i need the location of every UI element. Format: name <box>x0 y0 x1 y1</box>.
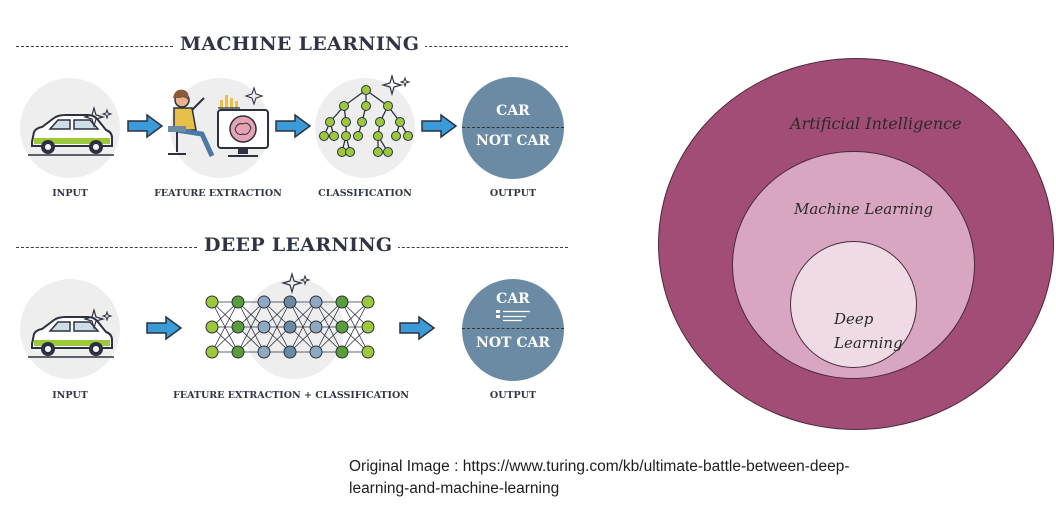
dl-output-circle: CAR NOT CAR <box>462 279 564 381</box>
ml-person-computer-icon <box>168 86 269 158</box>
network-node <box>283 320 297 334</box>
ml-step-input-label: INPUT <box>52 188 88 199</box>
dl-inner-label-line1: Deep <box>834 310 874 328</box>
network-node <box>309 295 323 309</box>
dl-dashed-rule-left <box>16 247 202 248</box>
dl-dashed-rule-right <box>382 247 568 248</box>
ml-output-car: CAR <box>496 103 530 119</box>
ml-decision-tree-icon <box>319 85 413 157</box>
ml-classification-sparkle-icon <box>380 73 411 97</box>
ml-output-divider <box>462 127 564 128</box>
network-node <box>205 320 219 334</box>
network-node <box>257 320 271 334</box>
ml-car-icon <box>28 114 114 156</box>
network-node <box>283 345 297 359</box>
network-node <box>205 295 219 309</box>
network-node <box>309 345 323 359</box>
network-node <box>283 295 297 309</box>
ml-middle-label: Machine Learning <box>794 200 934 218</box>
network-node <box>361 320 375 334</box>
dl-step-input-label: INPUT <box>52 390 88 401</box>
dl-output-car: CAR <box>496 291 530 307</box>
dl-output-not-car: NOT CAR <box>476 335 550 351</box>
dl-output-divider <box>462 328 564 329</box>
ml-step-output-label: OUTPUT <box>489 188 537 199</box>
dl-output-list-icon <box>496 310 530 322</box>
network-node <box>257 295 271 309</box>
ml-dashed-rule-right <box>404 46 568 47</box>
network-node <box>309 320 323 334</box>
ml-arrow-icon-3 <box>421 113 458 139</box>
network-node <box>205 345 219 359</box>
dl-step-output-label: OUTPUT <box>489 390 537 401</box>
ml-dashed-rule-left <box>16 46 178 47</box>
network-node <box>361 295 375 309</box>
ml-output-circle: CAR NOT CAR <box>462 77 564 179</box>
source-caption-line1: Original Image : https://www.turing.com/… <box>349 458 850 475</box>
dl-input-sparkle-icon <box>82 307 113 331</box>
dl-arrow-icon-1 <box>146 315 183 341</box>
network-node <box>361 345 375 359</box>
network-node <box>335 295 349 309</box>
dl-step-feature-classification-label: FEATURE EXTRACTION + CLASSIFICATION <box>173 390 409 401</box>
dl-inner-circle <box>790 241 917 368</box>
dl-section-title: DEEP LEARNING <box>198 234 399 256</box>
ml-step-feature-label: FEATURE EXTRACTION <box>154 188 282 199</box>
source-caption-line2: learning-and-machine-learning <box>349 480 560 497</box>
ml-arrow-icon-2 <box>275 113 312 139</box>
network-node <box>335 345 349 359</box>
network-node <box>231 320 245 334</box>
network-node <box>231 295 245 309</box>
ml-section-title: MACHINE LEARNING <box>174 33 426 55</box>
dl-inner-label-line2: Learning <box>834 334 903 352</box>
ml-output-not-car: NOT CAR <box>476 133 550 149</box>
dl-network-sparkle-icon <box>280 271 311 295</box>
dl-neural-network-icon <box>205 295 375 359</box>
dl-car-icon <box>28 316 114 358</box>
ai-outer-label: Artificial Intelligence <box>790 114 962 133</box>
ml-input-sparkle-icon <box>82 105 113 129</box>
ml-step-classification-label: CLASSIFICATION <box>318 188 412 199</box>
network-node <box>335 320 349 334</box>
dl-arrow-icon-2 <box>399 315 436 341</box>
network-node <box>231 345 245 359</box>
ml-arrow-icon-1 <box>127 113 164 139</box>
network-node <box>257 345 271 359</box>
